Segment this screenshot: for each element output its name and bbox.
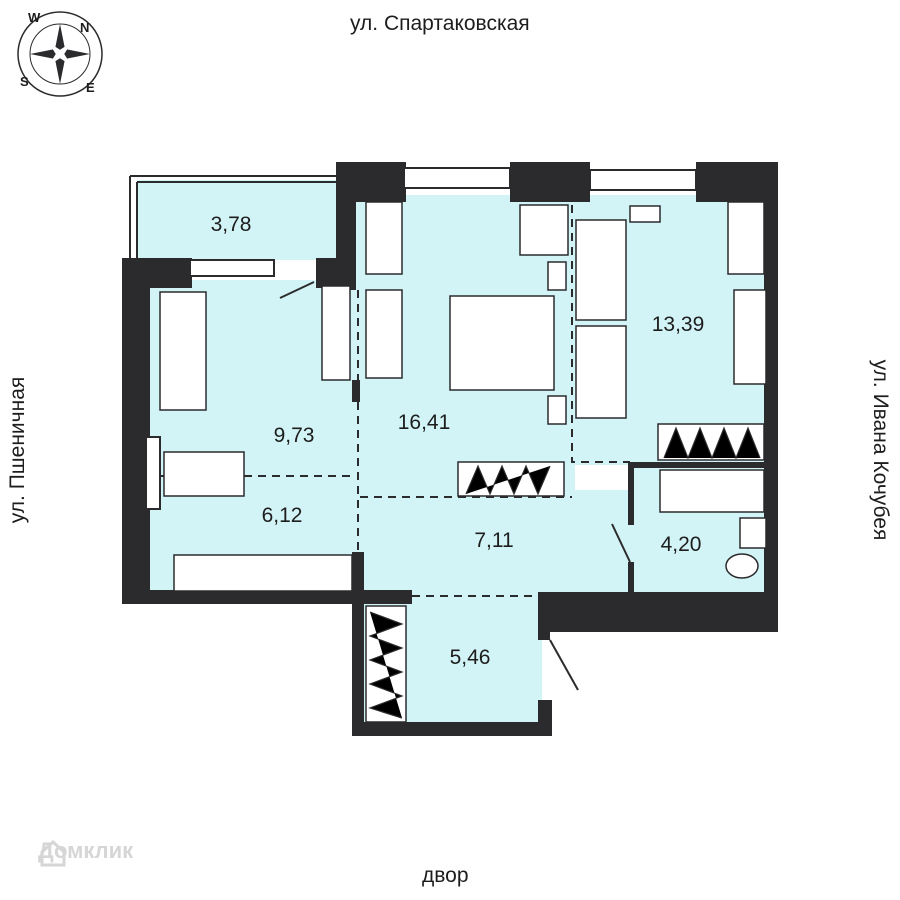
floor-hall [355, 490, 635, 600]
walls [122, 162, 778, 736]
bathtub [659, 469, 765, 513]
area-room2: 13,39 [651, 313, 705, 336]
area-balcony: 3,78 [210, 213, 252, 236]
bunk-bed-2 [575, 325, 627, 419]
wall-storage-left [352, 600, 364, 736]
windows [145, 167, 697, 510]
floor-balcony [137, 180, 337, 260]
compass-e: E [86, 80, 95, 95]
wall-top-mid [510, 162, 590, 202]
compass-rose-icon [17, 11, 103, 97]
doors [279, 281, 631, 691]
door-entrance [549, 639, 579, 691]
compass: N E S W [14, 8, 106, 100]
door-bath [611, 523, 631, 563]
area-hall: 7,11 [474, 529, 514, 552]
bunk-bed-1 [575, 219, 627, 321]
wall-storage-bottom [352, 722, 552, 736]
hatch-storage [368, 611, 404, 719]
wall-bedroom-stub [352, 380, 360, 402]
domclick-logo-icon [40, 839, 66, 867]
desk-bedroom-2 [365, 289, 403, 379]
wall-top-bedroom [336, 162, 406, 202]
shelf-room2 [629, 205, 661, 223]
desk-bedroom-1 [365, 201, 403, 275]
dining-table [163, 451, 245, 497]
window-room2 [589, 169, 697, 191]
area-bathroom: 4,20 [660, 533, 702, 556]
hatch-room2 [663, 426, 761, 460]
wall-storage-right-top [538, 600, 550, 640]
wall-bottom-left [122, 590, 412, 604]
area-bedroom: 16,41 [397, 411, 451, 434]
nightstand-1 [547, 261, 567, 291]
street-right: ул. Ивана Кочубея [869, 359, 892, 541]
wall-bath-left [628, 465, 634, 525]
area-storage: 5,46 [449, 646, 491, 669]
wall-bath-left-2 [628, 562, 634, 594]
area-kitchen: 6,12 [261, 504, 303, 527]
wall-bath-top [628, 462, 768, 468]
wall-right [764, 162, 778, 630]
divider-room2 [571, 205, 630, 463]
sink-bath [739, 517, 767, 549]
toilet [725, 553, 759, 579]
kitchen-counter [173, 554, 353, 592]
wall-top-living [150, 258, 192, 288]
wall-top-right [696, 162, 776, 202]
bed [449, 295, 555, 391]
nightstand-2 [547, 395, 567, 425]
wall-left [122, 258, 150, 603]
wall-storage-top [364, 592, 412, 604]
compass-s: S [20, 74, 29, 89]
hatching [368, 426, 761, 719]
armchair-bedroom [519, 204, 569, 256]
watermark: Домклик [38, 838, 133, 867]
hatch-bedroom [465, 464, 551, 496]
wall-storage-right-bottom [538, 700, 552, 736]
balcony-railing [129, 175, 337, 258]
street-bottom: двор [422, 864, 469, 887]
window-bedroom [403, 167, 511, 189]
window-living [145, 436, 161, 510]
wall-bottom-right [538, 592, 778, 632]
compass-n: N [80, 20, 90, 35]
desk-room2-2 [733, 289, 767, 385]
door-balcony [279, 281, 315, 299]
railing-line [129, 175, 337, 258]
area-living: 9,73 [273, 424, 315, 447]
sofa [159, 291, 207, 411]
window-balcony [189, 259, 275, 277]
desk-room2-1 [727, 201, 765, 275]
desk-living [321, 285, 351, 381]
street-top: ул. Спартаковская [350, 12, 530, 35]
street-left: ул. Пшеничная [6, 376, 29, 524]
compass-w: W [28, 10, 41, 25]
